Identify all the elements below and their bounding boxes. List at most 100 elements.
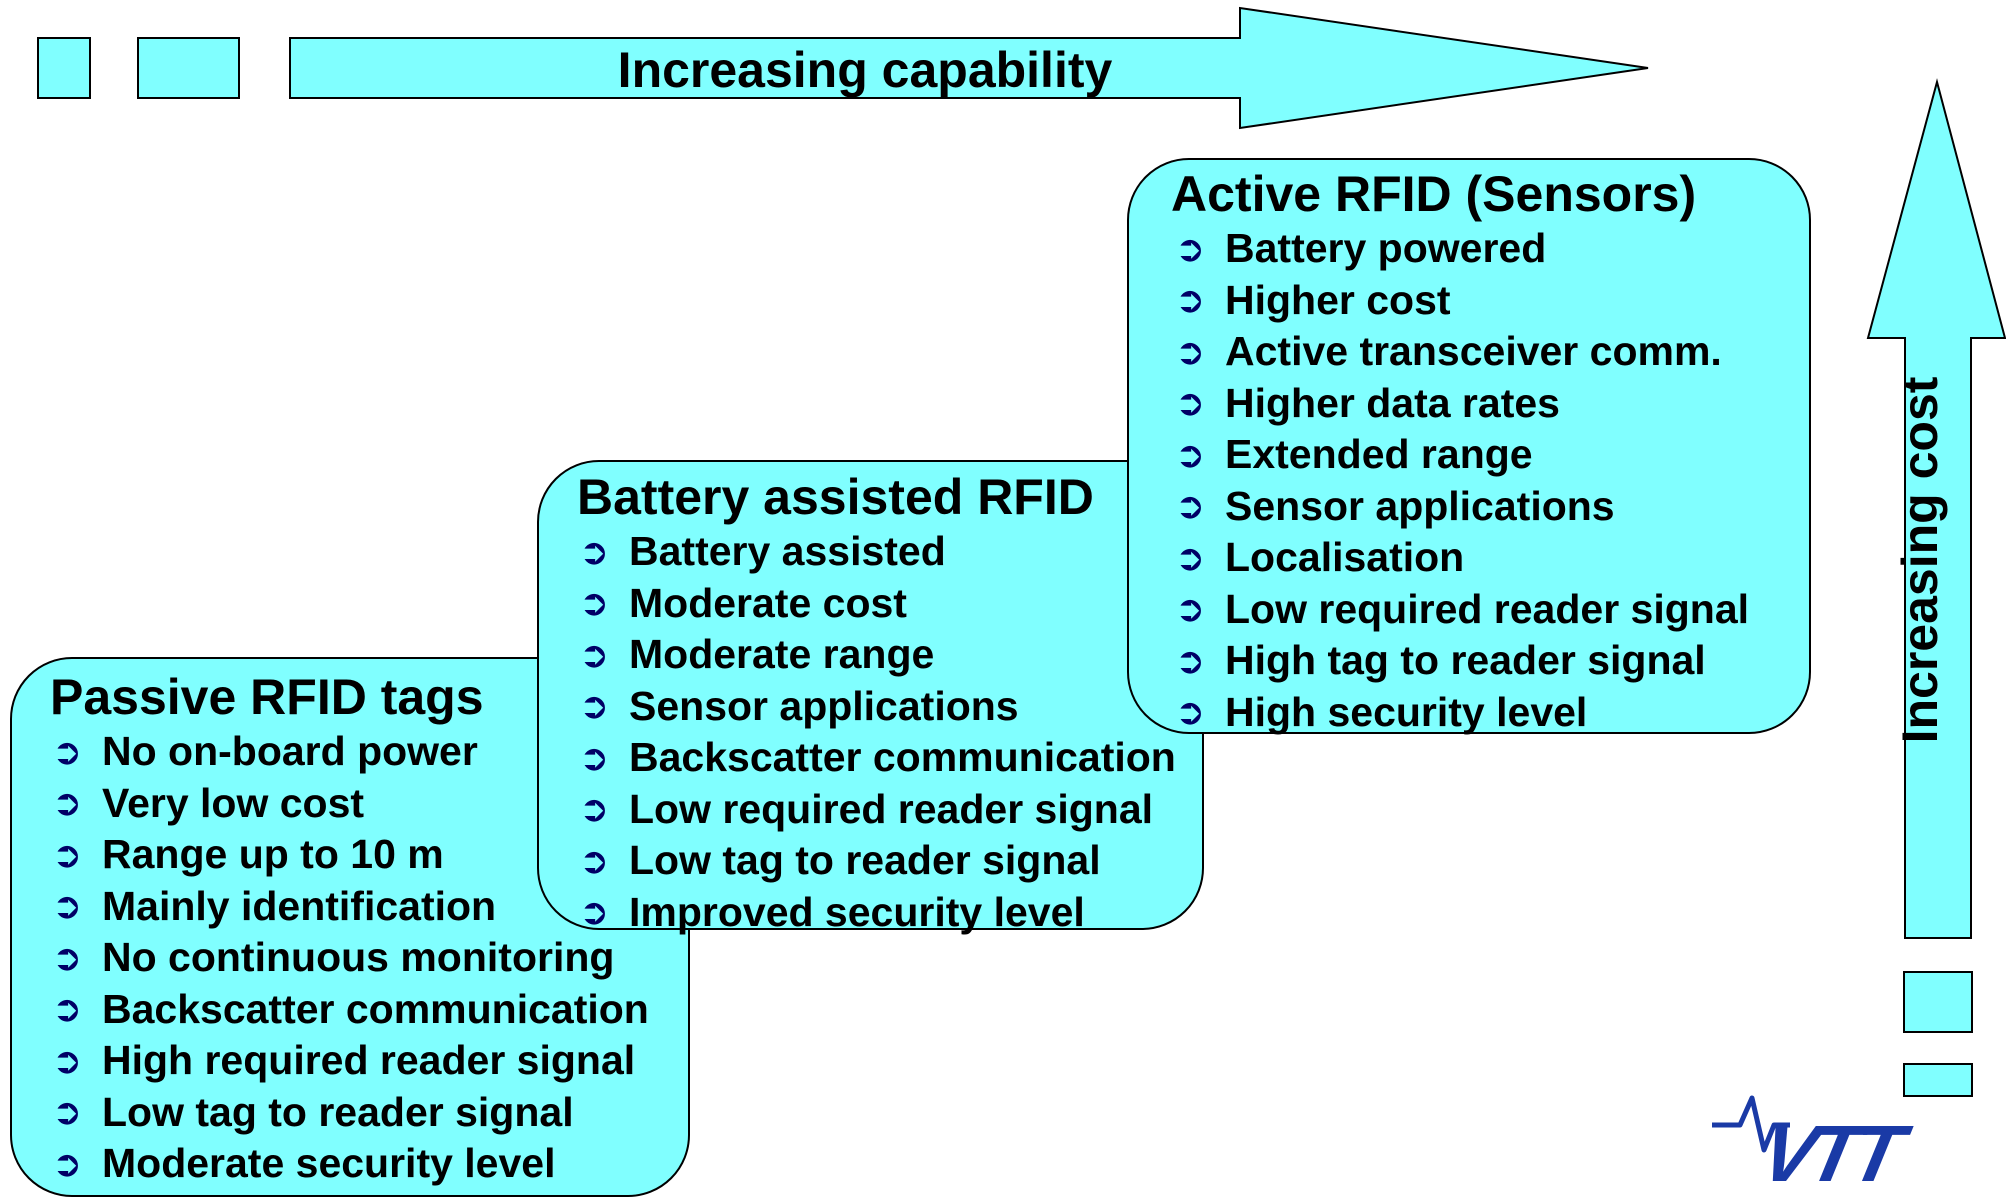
battery-assisted-list: ➲ Battery assisted ➲ Moderate cost ➲ Moderate…	[579, 526, 1176, 938]
increasing-cost-label: Increasing cost	[1892, 376, 1948, 744]
list-item-label: Higher data rates	[1225, 379, 1560, 426]
list-item: ➲ Low required reader signal	[579, 784, 1176, 836]
arrow-bullet-icon: ➲	[52, 730, 83, 772]
arrow-bullet-icon: ➲	[1175, 279, 1206, 321]
arrow-bullet-icon: ➲	[579, 839, 610, 881]
list-item-label: Improved security level	[629, 888, 1085, 935]
list-item: ➲ Range up to 10 m	[52, 829, 649, 881]
list-item-label: Battery assisted	[629, 528, 946, 574]
arrow-bullet-icon: ➲	[52, 885, 83, 927]
list-item-label: High security level	[1225, 688, 1588, 735]
arrow-bullet-icon: ➲	[1175, 382, 1206, 424]
arrow-bullet-icon: ➲	[579, 633, 610, 675]
list-item-label: Moderate cost	[629, 579, 907, 626]
arrow-bullet-icon: ➲	[1175, 227, 1206, 269]
list-item-label: No on-board power	[102, 728, 478, 774]
list-item-label: Sensor applications	[629, 682, 1019, 729]
arrow-bullet-icon: ➲	[579, 530, 610, 572]
list-item: ➲ Moderate range	[579, 629, 1176, 681]
list-item: ➲ High security level	[1175, 687, 1749, 739]
list-item-label: Very low cost	[102, 779, 365, 826]
arrow-bullet-icon: ➲	[579, 788, 610, 830]
list-item: ➲ Higher cost	[1175, 275, 1749, 327]
active-rfid-list: ➲Battery powered➲Higher cost➲Active tran…	[1175, 223, 1749, 738]
active-rfid-title: Active RFID (Sensors)	[1171, 166, 1697, 222]
arrow-bullet-icon: ➲	[579, 736, 610, 778]
list-item-label: Moderate security level	[102, 1140, 556, 1186]
arrow-bullet-icon: ➲	[52, 1142, 83, 1184]
cost-arrow	[1866, 78, 2006, 939]
passive-rfid-title: Passive RFID tags	[50, 669, 484, 725]
arrow-bullet-icon: ➲	[1175, 485, 1206, 527]
list-item-label: High required reader signal	[102, 1037, 636, 1083]
arrow-bullet-icon: ➲	[1175, 330, 1206, 372]
list-item-label: Low tag to reader signal	[629, 837, 1101, 883]
list-item: ➲ High required reader signal	[52, 1035, 649, 1087]
passive-rfid-box: Passive RFID tags ➲ No on-board power ➲ Ver…	[10, 657, 690, 1197]
battery-assisted-box: Battery assisted RFID ➲Battery assisted➲…	[537, 460, 1204, 935]
list-item-label: No continuous monitoring	[102, 934, 615, 980]
arrow-bullet-icon: ➲	[52, 782, 83, 824]
list-item: ➲ Active transceiver comm.	[1175, 326, 1749, 378]
list-item-label: Mainly identification	[102, 882, 497, 929]
list-item-label: Low required reader signal	[629, 785, 1154, 832]
list-item: ➲ Moderate security level	[52, 1138, 649, 1190]
list-item-label: Active transceiver comm.	[1225, 328, 1722, 374]
arrow-bullet-icon: ➲	[1175, 588, 1206, 630]
capability-arrow	[289, 6, 1649, 130]
capability-square-small	[37, 37, 91, 99]
list-item: ➲ Extended range	[1175, 429, 1749, 481]
list-item: ➲ Moderate cost	[579, 578, 1176, 630]
arrow-bullet-icon: ➲	[52, 833, 83, 875]
list-item: ➲ Localisation	[1175, 532, 1749, 584]
list-item: ➲ Sensor applications	[1175, 481, 1749, 533]
list-item-label: Localisation	[1225, 534, 1465, 580]
arrow-bullet-icon: ➲	[1175, 691, 1206, 733]
passive-rfid-list: ➲ No on-board power ➲ Very low cost ➲ Range u…	[52, 726, 649, 1190]
list-item: ➲ High tag to reader signal	[1175, 635, 1749, 687]
list-item: ➲ No on-board power	[52, 726, 649, 778]
arrow-bullet-icon: ➲	[52, 936, 83, 978]
arrow-bullet-icon: ➲	[1175, 639, 1206, 681]
list-item: ➲ Backscatter communication	[579, 732, 1176, 784]
list-item-label: Moderate range	[629, 631, 935, 677]
list-item-label: Range up to 10 m	[102, 831, 444, 877]
list-item: ➲ Battery assisted	[579, 526, 1176, 578]
list-item: ➲ Low tag to reader signal	[52, 1087, 649, 1139]
list-item: ➲ Improved security level	[579, 887, 1176, 939]
list-item: ➲ Very low cost	[52, 778, 649, 830]
increasing-capability-label: Increasing capability	[617, 42, 1113, 98]
list-item-label: Sensor applications	[1225, 482, 1615, 529]
list-item-label: Higher cost	[1225, 276, 1451, 323]
list-item-label: Extended range	[1225, 431, 1533, 477]
arrow-bullet-icon: ➲	[52, 1091, 83, 1133]
cost-square-small	[1903, 1063, 1973, 1097]
list-item: ➲ Low required reader signal	[1175, 584, 1749, 636]
list-item-label: Backscatter communication	[102, 985, 649, 1032]
list-item-label: Low required reader signal	[1225, 585, 1750, 632]
list-item: ➲ Mainly identification	[52, 881, 649, 933]
list-item: ➲ Higher data rates	[1175, 378, 1749, 430]
list-item: ➲ Backscatter communication	[52, 984, 649, 1036]
active-rfid-box: Active RFID (Sensors) ➲Battery powered➲H…	[1127, 158, 1811, 735]
arrow-bullet-icon: ➲	[579, 891, 610, 933]
capability-square-large	[137, 37, 240, 99]
list-item: ➲Battery powered	[1175, 223, 1749, 275]
arrow-bullet-icon: ➲	[579, 685, 610, 727]
list-item-label: High tag to reader signal	[1225, 637, 1706, 683]
list-item-label: Low tag to reader signal	[102, 1088, 574, 1135]
list-item: ➲ No continuous monitoring	[52, 932, 649, 984]
arrow-bullet-icon: ➲	[579, 582, 610, 624]
arrow-bullet-icon: ➲	[52, 1039, 83, 1081]
arrow-bullet-icon: ➲	[1175, 433, 1206, 475]
arrow-bullet-icon: ➲	[1175, 536, 1206, 578]
list-item: ➲ Sensor applications	[579, 681, 1176, 733]
list-item-label: Backscatter communication	[629, 734, 1176, 780]
vtt-logo: VTT	[1753, 1109, 1906, 1198]
vtt-logo-icon	[1712, 1095, 1790, 1153]
cost-square-large	[1903, 971, 1973, 1033]
list-item: ➲ Low tag to reader signal	[579, 835, 1176, 887]
arrow-bullet-icon: ➲	[52, 988, 83, 1030]
battery-assisted-title: Battery assisted RFID	[577, 469, 1094, 525]
